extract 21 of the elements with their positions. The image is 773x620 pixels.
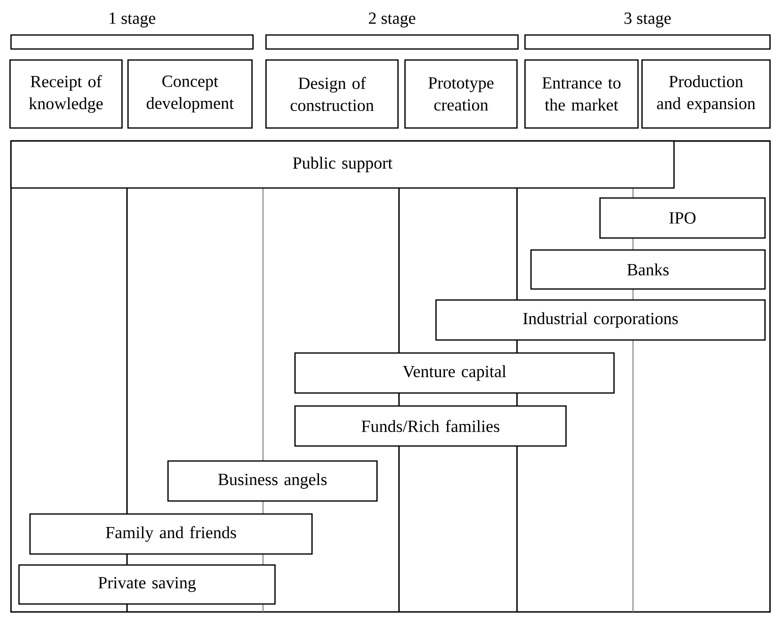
- stage-bar: 1 stage: [10, 12, 254, 50]
- funding-bar: Industrial corporations: [435, 299, 766, 341]
- phase-box: Prototype creation: [404, 59, 518, 129]
- stage-bar: 3 stage: [524, 12, 771, 50]
- phase-box: Receipt of knowledge: [9, 59, 123, 129]
- funding-bar: Private saving: [18, 564, 276, 605]
- funding-bar: IPO: [599, 197, 766, 239]
- node-label: 3 stage: [624, 12, 671, 28]
- funding-bar: Banks: [530, 249, 766, 290]
- support-band: Public support: [10, 140, 675, 189]
- funding-bar: Family and friends: [29, 513, 313, 555]
- node-label: 2 stage: [368, 12, 416, 28]
- phase-box: Entrance to the market: [524, 59, 639, 129]
- phase-box: Concept development: [127, 59, 253, 129]
- phase-box: Production and expansion: [641, 59, 771, 129]
- funding-bar: Business angels: [167, 460, 378, 502]
- phase-box: Design of construction: [265, 59, 399, 129]
- funding-bar: Funds/Rich families: [294, 405, 567, 447]
- node-label: 1 stage: [110, 12, 156, 28]
- stage-bar: 2 stage: [265, 12, 519, 50]
- funding-bar: Venture capital: [294, 352, 615, 394]
